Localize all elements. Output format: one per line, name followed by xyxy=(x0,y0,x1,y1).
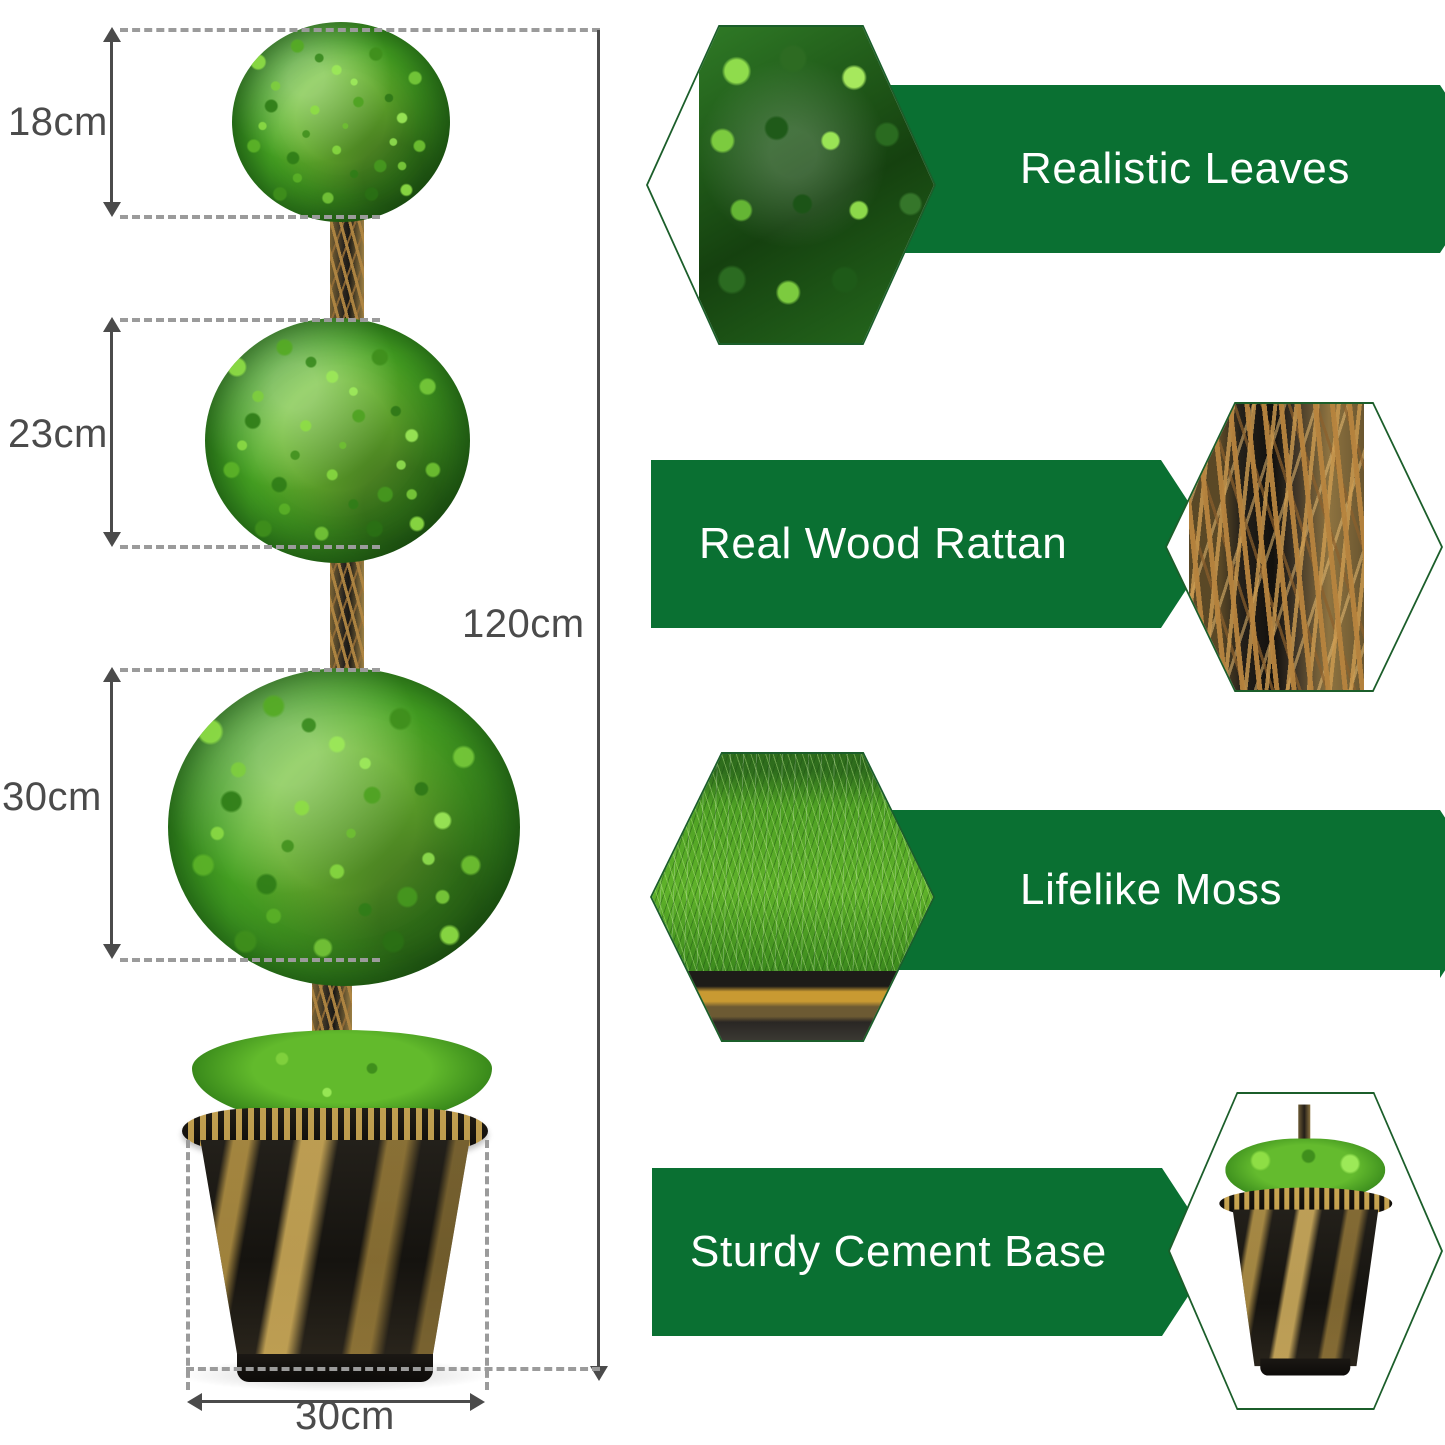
feature-3-hexagon xyxy=(650,752,935,1042)
feature-real-wood-rattan[interactable]: Real Wood Rattan xyxy=(620,390,1445,740)
feature-2-hexagon-inner xyxy=(1167,404,1441,690)
measure-arrow-18cm xyxy=(110,40,113,204)
feature-2-label: Real Wood Rattan xyxy=(699,519,1068,568)
dimension-panel: 18cm 23cm 30cm 120cm 30cm xyxy=(0,0,620,1445)
feature-1-hexagon-inner xyxy=(648,27,934,343)
rattan-trunk-photo xyxy=(1188,404,1365,690)
guide-line-mid-ball-upper xyxy=(120,318,380,322)
guide-line-top-ball-lower xyxy=(120,215,380,219)
feature-sturdy-cement-base[interactable]: Sturdy Cement Base xyxy=(620,1070,1445,1445)
guide-line-mid-ball-lower xyxy=(120,545,380,549)
feature-4-hexagon-inner xyxy=(1170,1094,1441,1408)
measure-arrow-23cm xyxy=(110,330,113,534)
dimension-label-30cm-width: 30cm xyxy=(295,1394,395,1438)
feature-2-banner: Real Wood Rattan xyxy=(651,460,1216,628)
feature-4-hexagon xyxy=(1168,1092,1443,1410)
measure-arrow-120cm xyxy=(597,30,600,1368)
moss-photo-base-strip xyxy=(652,971,933,1040)
measure-arrow-30cm-width xyxy=(200,1400,472,1403)
pot-body xyxy=(200,1140,470,1360)
guide-line-bottom-ball-upper xyxy=(120,668,380,672)
feature-1-hexagon xyxy=(646,25,936,345)
cement-pot-photo xyxy=(1218,1104,1393,1376)
guide-line-bottom-ball-lower xyxy=(120,958,380,962)
guide-line-pot-right xyxy=(485,1140,489,1390)
pot-photo-body xyxy=(1232,1209,1379,1367)
product-planter-pot xyxy=(182,1108,488,1382)
measure-arrow-30cm xyxy=(110,680,113,946)
feature-realistic-leaves[interactable]: Realistic Leaves xyxy=(620,0,1445,360)
feature-4-label: Sturdy Cement Base xyxy=(690,1227,1107,1276)
topiary-tree-illustration xyxy=(0,0,620,1445)
feature-3-label: Lifelike Moss xyxy=(1020,865,1283,914)
guide-line-top-ball-upper xyxy=(120,28,600,32)
dimension-label-18cm: 18cm xyxy=(8,100,108,144)
feature-panel: Realistic Leaves Real Wood Rattan Life xyxy=(620,0,1445,1445)
feature-2-hexagon xyxy=(1165,402,1443,692)
feature-1-banner: Realistic Leaves xyxy=(875,85,1445,253)
guide-line-pot-base xyxy=(186,1367,600,1371)
leaf-closeup-photo xyxy=(699,27,934,343)
dimension-label-23cm: 23cm xyxy=(8,412,108,456)
feature-lifelike-moss[interactable]: Lifelike Moss xyxy=(620,730,1445,1070)
topiary-ball-bottom xyxy=(168,668,520,986)
pot-photo-foot xyxy=(1260,1358,1351,1376)
moss-closeup-photo xyxy=(652,754,933,1040)
dimension-label-30cm: 30cm xyxy=(2,775,102,819)
topiary-ball-top xyxy=(232,22,450,222)
dimension-label-120cm: 120cm xyxy=(462,602,585,646)
feature-4-banner: Sturdy Cement Base xyxy=(652,1168,1217,1336)
feature-1-label: Realistic Leaves xyxy=(1020,144,1350,193)
topiary-ball-middle xyxy=(205,318,470,563)
feature-3-banner: Lifelike Moss xyxy=(875,810,1445,978)
feature-3-hexagon-inner xyxy=(652,754,933,1040)
guide-line-pot-left xyxy=(186,1140,190,1390)
pot-drop-shadow xyxy=(178,1358,494,1392)
